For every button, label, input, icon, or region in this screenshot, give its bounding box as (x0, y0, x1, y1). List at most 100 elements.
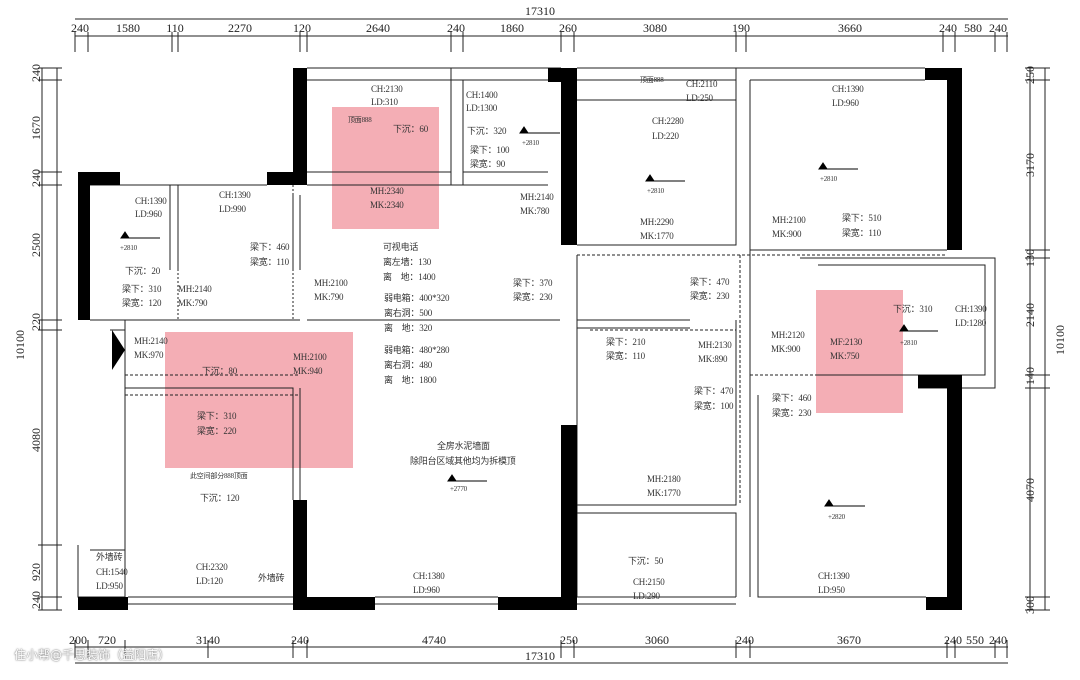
room-annotation: 梁下：470 (690, 277, 730, 287)
dimension-label-left: 220 (29, 313, 43, 331)
elevation-marker (824, 499, 865, 507)
overall-width-bottom: 17310 (525, 649, 555, 663)
dimension-label-top: 3080 (643, 21, 667, 35)
dimension-label-right: 130 (1023, 249, 1037, 267)
room-annotation: CH:1390 (818, 571, 850, 581)
room-annotation: 离 地：320 (384, 323, 433, 333)
room-annotation: 梁宽：230 (772, 408, 812, 418)
room-annotation: 下沉：310 (893, 304, 933, 314)
solid-walls (78, 68, 962, 610)
room-annotation: MH:2100 (772, 215, 806, 225)
room-annotation: CH:1390 (219, 190, 251, 200)
room-annotation: CH:1540 (96, 567, 128, 577)
room-annotation: MK:790 (314, 292, 344, 302)
room-annotation: 离 地：1800 (384, 375, 437, 385)
room-annotation: +2810 (120, 244, 137, 252)
dimension-label-top: 240 (447, 21, 465, 35)
room-annotation: 离左墙：130 (383, 257, 432, 267)
elevation-marker (645, 174, 685, 182)
room-annotation: MH:2100 (293, 352, 327, 362)
room-annotation: LD:960 (413, 585, 440, 595)
highlight-zone-left (165, 332, 353, 468)
dimension-label-top: 120 (293, 21, 311, 35)
room-annotation: 梁宽：230 (513, 292, 553, 302)
room-annotation: 离 地：1400 (383, 272, 436, 282)
dimension-label-bottom: 240 (944, 633, 962, 647)
room-annotation: CH:2130 (371, 84, 403, 94)
room-annotation: LD:120 (196, 576, 223, 586)
room-annotation: 梁宽：220 (197, 426, 237, 436)
room-annotation: LD:960 (832, 98, 859, 108)
room-annotation: LD:960 (135, 209, 162, 219)
elevation-marker (519, 126, 560, 134)
room-annotation: CH:1400 (466, 90, 498, 100)
room-annotation: MK:900 (772, 229, 802, 239)
room-annotation: 除阳台区域其他均为拆模顶 (410, 456, 516, 466)
room-annotation: CH:2280 (652, 116, 684, 126)
room-annotation: 离右洞：500 (384, 308, 433, 318)
room-annotation: +2810 (820, 175, 837, 183)
room-annotation: MH:2120 (771, 330, 805, 340)
dimension-label-top: 1860 (500, 21, 524, 35)
dimension-label-bottom: 3140 (196, 633, 220, 647)
room-annotation: MH:2180 (647, 474, 681, 484)
room-annotation: 下沉：120 (200, 493, 240, 503)
room-annotation: 弱电箱：480*280 (384, 345, 450, 355)
room-annotation: 外墙砖 (258, 573, 285, 583)
room-annotation: 梁宽：230 (690, 291, 730, 301)
dimension-label-left: 2500 (29, 233, 43, 257)
dimension-label-top: 240 (939, 21, 957, 35)
dimension-label-right: 4070 (1023, 478, 1037, 502)
dimension-ticks (38, 32, 1050, 658)
room-annotation: CH:2110 (686, 79, 718, 89)
room-annotation: LD:250 (686, 93, 713, 103)
room-annotation: MK:890 (698, 354, 728, 364)
room-annotation: +2820 (828, 513, 845, 521)
room-annotation: MH:2130 (698, 340, 732, 350)
room-annotation: MH:2290 (640, 217, 674, 227)
dimension-label-right: 250 (1023, 66, 1037, 84)
dimension-label-top: 2640 (366, 21, 390, 35)
room-annotation: +2770 (450, 485, 467, 493)
overall-width-top: 17310 (525, 4, 555, 18)
dimension-label-bottom: 3670 (837, 633, 861, 647)
room-annotation: MK:940 (293, 366, 323, 376)
dimension-label-top: 2270 (228, 21, 252, 35)
watermark: 住小帮@千思装饰（益阳店） (14, 648, 171, 662)
room-annotation: 梁下：310 (197, 411, 237, 421)
room-annotation: 下沉：20 (125, 266, 161, 276)
room-annotation: 梁下：370 (513, 278, 553, 288)
dimension-label-top: 260 (559, 21, 577, 35)
dimension-label-left: 240 (29, 64, 43, 82)
room-annotation: CH:2150 (633, 577, 665, 587)
dimension-label-bottom: 3060 (645, 633, 669, 647)
room-annotation: LD:310 (371, 97, 398, 107)
highlight-zone-top (332, 107, 439, 229)
dimension-label-left: 1670 (29, 116, 43, 140)
dimension-label-top: 190 (732, 21, 750, 35)
room-annotation: MH:2100 (314, 278, 348, 288)
elevation-markers (120, 126, 938, 507)
dimension-label-top: 3660 (838, 21, 862, 35)
dimension-label-bottom: 240 (989, 633, 1007, 647)
room-annotation: MK:750 (830, 351, 860, 361)
room-annotation: 全房水泥墙面 (437, 441, 490, 451)
elevation-marker (120, 231, 160, 239)
room-annotation: 梁宽：110 (250, 257, 289, 267)
room-annotation: 弱电箱：400*320 (384, 293, 450, 303)
dimension-label-right: 3170 (1023, 153, 1037, 177)
room-annotation: LD:220 (652, 131, 679, 141)
dimension-label-bottom: 240 (736, 633, 754, 647)
room-annotation: 梁下：310 (122, 284, 162, 294)
room-annotation: MK:790 (178, 298, 208, 308)
room-annotation: LD:950 (96, 581, 123, 591)
room-annotation: MH:2140 (134, 336, 168, 346)
room-annotation: MK:970 (134, 350, 164, 360)
room-annotation: CH:1380 (413, 571, 445, 581)
room-annotation: 梁下：460 (772, 393, 812, 403)
room-annotation: 梁下：470 (694, 386, 734, 396)
room-annotation: +2810 (647, 187, 664, 195)
room-annotation: MK:1770 (647, 488, 681, 498)
room-annotation: 顶面888 (640, 76, 664, 84)
